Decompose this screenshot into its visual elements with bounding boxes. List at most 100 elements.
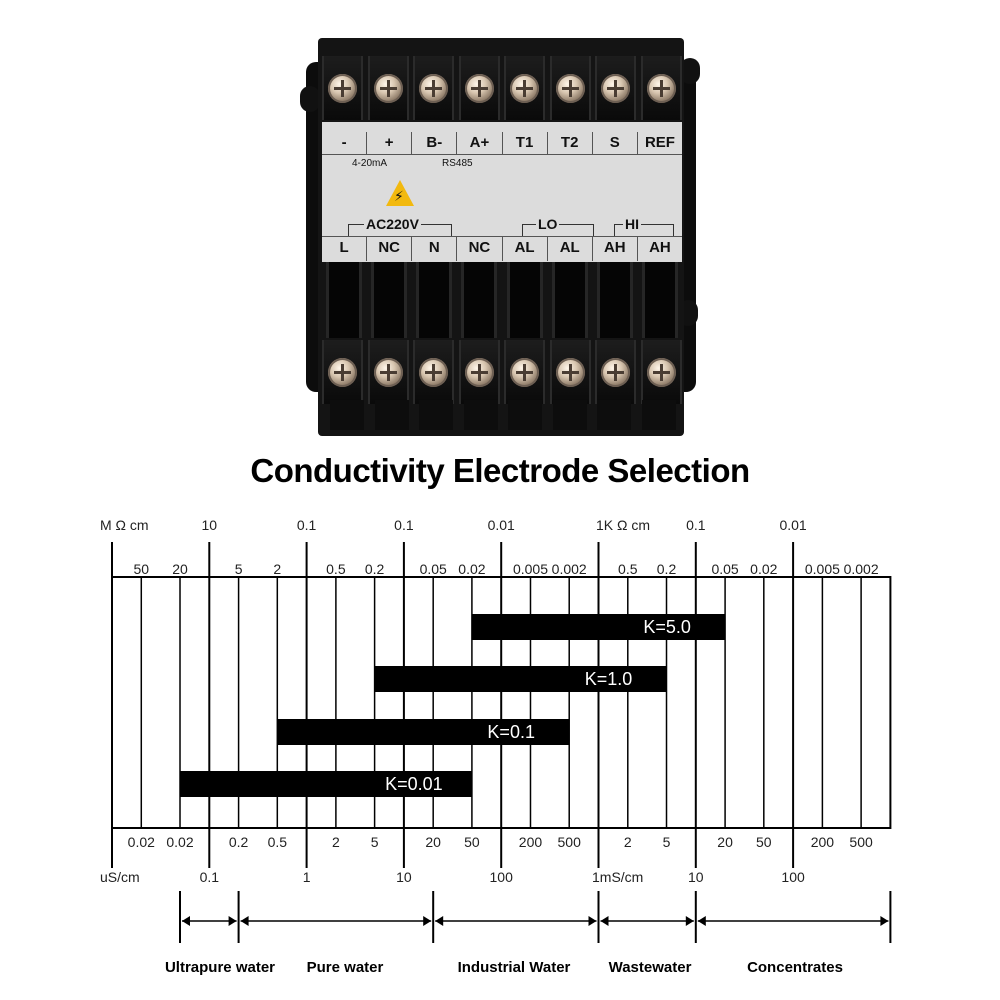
terminal: [458, 56, 500, 120]
resistivity-unit-high: M Ω cm: [100, 517, 149, 533]
terminal: [458, 340, 500, 404]
terminal-label: -: [341, 134, 347, 151]
conductivity-minor-tick-label: 500: [558, 834, 582, 850]
terminal: [367, 340, 409, 404]
application-arrow-left: [240, 916, 249, 926]
power-group-label: AC220V: [364, 216, 421, 232]
conductivity-minor-tick-label: 0.02: [128, 834, 155, 850]
terminal-leg: [552, 400, 587, 430]
resistivity-minor-tick-label: 0.2: [365, 561, 385, 577]
terminal-slot: [371, 262, 408, 338]
resistivity-minor-tick-label: 2: [273, 561, 281, 577]
terminal-leg: [463, 400, 498, 430]
terminal-screw: [328, 358, 357, 387]
conductivity-minor-tick-label: 20: [717, 834, 733, 850]
electrode-bar-label: K=1.0: [585, 669, 633, 689]
conductivity-minor-tick-label: 0.02: [166, 834, 193, 850]
conductivity-minor-tick-label: 50: [464, 834, 480, 850]
conductivity-minor-tick-label: 0.5: [268, 834, 288, 850]
terminal-screw: [328, 74, 357, 103]
terminal: [367, 56, 409, 120]
terminal-leg: [508, 400, 543, 430]
terminal-label: L: [339, 239, 349, 256]
terminal: [322, 340, 363, 404]
application-arrow-right: [685, 916, 694, 926]
terminal-screw: [646, 74, 676, 103]
conductivity-major-tick-label: 1: [303, 869, 311, 885]
resistivity-minor-tick-label: 0.002: [552, 561, 587, 577]
conductivity-minor-tick-label: 200: [811, 834, 835, 850]
application-arrow-right: [228, 916, 237, 926]
resistivity-major-tick-label: 0.01: [779, 517, 806, 533]
application-label: Pure water: [307, 959, 384, 976]
resistivity-minor-tick-label: 0.005: [513, 561, 548, 577]
application-arrow-left: [435, 916, 444, 926]
conductivity-minor-tick-label: 0.2: [229, 834, 249, 850]
terminal-label: +: [366, 132, 411, 154]
terminal-screw: [510, 74, 540, 103]
terminal-leg: [641, 400, 676, 430]
terminal-screw: [510, 358, 540, 387]
terminal-slot: [596, 262, 633, 338]
resistivity-major-tick-label: 0.1: [686, 517, 706, 533]
conductivity-major-tick-label: 100: [490, 869, 514, 885]
conductivity-minor-tick-label: 2: [332, 834, 340, 850]
application-label: Wastewater: [609, 959, 692, 976]
application-label: Industrial Water: [458, 959, 571, 976]
terminal-leg: [374, 400, 409, 430]
terminal-screw: [555, 74, 585, 103]
terminal-label: AL: [501, 237, 547, 261]
terminal-label: AL: [546, 237, 592, 261]
terminal-screw: [373, 358, 403, 387]
application-arrow-left: [600, 916, 609, 926]
resistivity-minor-tick-label: 0.05: [711, 561, 738, 577]
electrode-bar-label: K=0.01: [385, 774, 443, 794]
resistivity-minor-tick-label: 0.5: [326, 561, 346, 577]
conductivity-minor-tick-label: 5: [663, 834, 671, 850]
resistivity-major-tick-label: 0.01: [488, 517, 515, 533]
terminal: [549, 340, 591, 404]
terminal-screw: [419, 74, 449, 103]
low-alarm-label: LO: [536, 216, 560, 232]
terminal: [640, 56, 682, 120]
resistivity-minor-tick-label: 0.005: [805, 561, 840, 577]
terminal-leg: [330, 400, 364, 430]
conductivity-major-tick-label: 100: [781, 869, 805, 885]
conductivity-minor-tick-label: 5: [371, 834, 379, 850]
terminal: [595, 340, 637, 404]
terminal-label: T1: [501, 132, 547, 154]
terminal: [595, 56, 637, 120]
terminal-legs: [330, 400, 676, 430]
terminal-slots: [326, 262, 678, 338]
terminal-label: NC: [366, 237, 411, 261]
terminal-slot: [416, 262, 453, 338]
terminal: [413, 56, 455, 120]
terminal-label: B-: [411, 132, 456, 154]
terminal-slot: [506, 262, 543, 338]
application-label: Concentrates: [747, 959, 843, 976]
terminal-label: NC: [456, 237, 501, 261]
resistivity-major-tick-label: 10: [202, 517, 218, 533]
electrode-range-bar: [471, 614, 726, 640]
terminal-screw: [464, 74, 494, 103]
terminal-label: AH: [591, 237, 637, 261]
terminal-label: REF: [636, 132, 682, 154]
terminal-slot: [641, 262, 678, 338]
resistivity-minor-tick-label: 0.02: [750, 561, 777, 577]
top-terminal-block: [322, 56, 682, 120]
terminal: [322, 56, 363, 120]
resistivity-minor-tick-label: 50: [134, 561, 150, 577]
conductivity-major-tick-label: 10: [396, 869, 412, 885]
high-alarm-bracket: [614, 224, 674, 237]
high-alarm-label: HI: [623, 216, 641, 232]
comm-label: RS485: [442, 158, 473, 169]
electrode-range-bar: [180, 771, 472, 797]
terminal: [504, 340, 546, 404]
terminal-label: N: [411, 237, 456, 261]
resistivity-minor-tick-label: 0.2: [657, 561, 677, 577]
resistivity-unit-low: 1K Ω cm: [596, 517, 650, 533]
conductivity-major-tick-label: 10: [688, 869, 704, 885]
